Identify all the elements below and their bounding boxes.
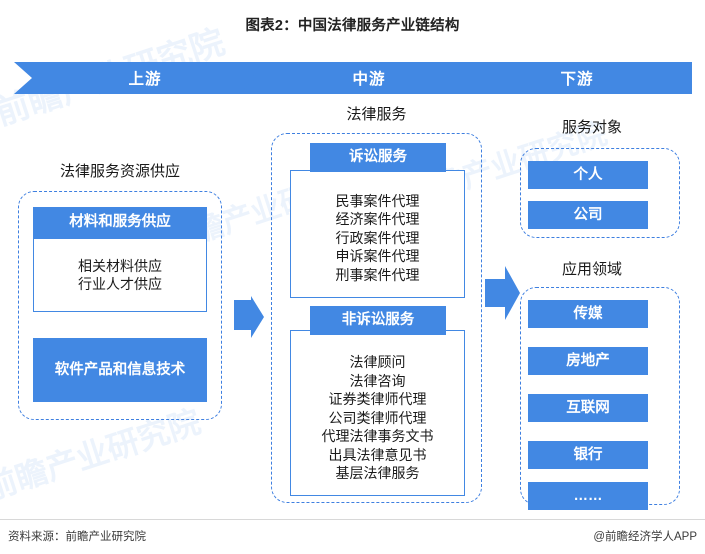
midstream-caption: 法律服务 [346, 106, 407, 123]
list-item: 相关材料供应 [78, 257, 162, 274]
midstream-container [271, 133, 482, 503]
application-field-more[interactable]: …… [528, 482, 648, 510]
application-field-label: 传媒 [573, 305, 603, 322]
list-item: 申诉案件代理 [335, 248, 420, 265]
list-item: 代理法律事务文书 [321, 428, 434, 445]
stage-band: 上游 中游 下游 [14, 62, 692, 94]
list-item: 行业人才供应 [78, 276, 162, 292]
application-field-internet[interactable]: 互联网 [528, 394, 648, 422]
stage-upstream-label: 上游 [128, 71, 162, 88]
list-item: 刑事案件代理 [335, 266, 420, 283]
stage-midstream-label: 中游 [352, 71, 386, 88]
list-item: 法律顾问 [349, 354, 406, 371]
litigation-header-box[interactable]: 诉讼服务 [310, 143, 446, 172]
upstream-software-label: 软件产品和信息技术 [54, 361, 186, 378]
application-field-label: 房地产 [566, 352, 610, 369]
service-object-label: 个人 [573, 166, 603, 183]
upstream-software-box[interactable]: 软件产品和信息技术 [33, 338, 207, 402]
stage-downstream-label: 下游 [560, 71, 594, 88]
list-item: 行政案件代理 [335, 229, 420, 246]
non-litigation-header-box[interactable]: 非诉讼服务 [310, 306, 446, 335]
credit-text: @前瞻经济学人APP [593, 531, 697, 543]
list-item: 民事案件代理 [335, 192, 420, 209]
application-field-label: 互联网 [566, 399, 610, 416]
page-title: 图表2：中国法律服务产业链结构 [245, 18, 460, 34]
non-litigation-header-label: 非诉讼服务 [341, 312, 415, 329]
service-object-individual[interactable]: 个人 [528, 161, 648, 189]
list-item: 经济案件代理 [335, 211, 420, 228]
application-field-bank[interactable]: 银行 [528, 441, 648, 469]
application-field-realestate[interactable]: 房地产 [528, 347, 648, 375]
application-field-label: 银行 [573, 446, 603, 463]
arrow-right-icon [234, 296, 264, 338]
source-text: 资料来源：前瞻产业研究院 [8, 531, 146, 543]
service-object-label: 公司 [573, 206, 603, 223]
list-item: 公司类律师代理 [328, 409, 427, 426]
upstream-header-box[interactable]: 材料和服务供应 [33, 207, 207, 238]
footer-divider [0, 519, 705, 520]
upstream-container [18, 191, 222, 420]
upstream-caption: 法律服务资源供应 [59, 163, 180, 180]
service-objects-caption: 服务对象 [561, 119, 622, 136]
list-item: 出具法律意见书 [328, 446, 427, 463]
non-litigation-item-list: 法律顾问 法律咨询 证券类律师代理 公司类律师代理 代理法律事务文书 出具法律意… [290, 330, 465, 496]
application-fields-caption: 应用领域 [561, 261, 622, 278]
stage-upstream[interactable]: 上游 [14, 62, 276, 94]
upstream-item-list: 相关材料供应 行业人才供应 [33, 238, 207, 312]
application-field-label: …… [573, 487, 603, 504]
list-item: 法律咨询 [349, 372, 406, 389]
litigation-header-label: 诉讼服务 [349, 149, 407, 166]
upstream-header-label: 材料和服务供应 [69, 214, 171, 231]
list-item: 基层法律服务 [335, 465, 420, 482]
litigation-item-list: 民事案件代理 经济案件代理 行政案件代理 申诉案件代理 刑事案件代理 [290, 170, 465, 298]
stage-downstream[interactable]: 下游 [462, 62, 692, 94]
service-object-company[interactable]: 公司 [528, 201, 648, 229]
application-field-media[interactable]: 传媒 [528, 300, 648, 328]
list-item: 证券类律师代理 [328, 391, 427, 408]
stage-midstream[interactable]: 中游 [238, 62, 500, 94]
service-objects-container [520, 148, 680, 238]
